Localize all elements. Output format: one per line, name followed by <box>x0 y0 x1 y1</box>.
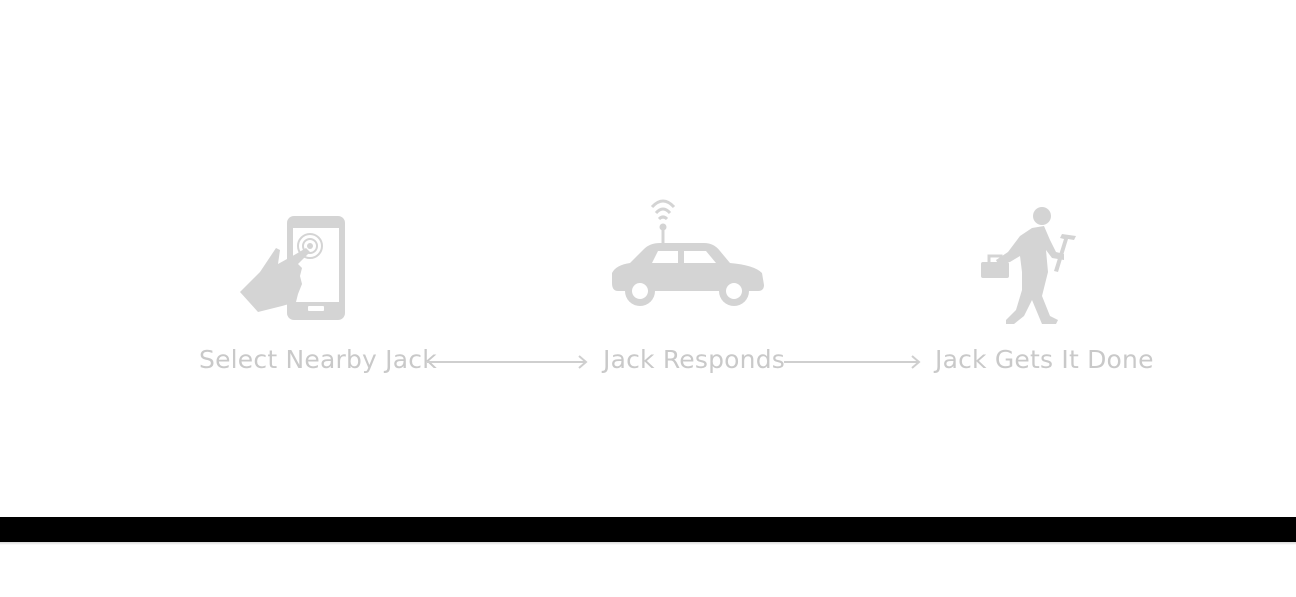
footer-bar <box>0 517 1296 542</box>
step-label-jack-gets-it-done: Jack Gets It Done <box>935 345 1154 374</box>
footer-shadow <box>0 542 1296 545</box>
how-it-works-steps: Select Nearby Jack Jack Responds <box>199 193 1154 374</box>
arrow-right-icon <box>427 353 589 371</box>
car-with-signal-icon <box>608 193 768 307</box>
hand-tapping-phone-icon <box>238 214 348 322</box>
worker-with-toolbox-icon <box>978 206 1082 328</box>
step-label-jack-responds: Jack Responds <box>603 345 786 374</box>
step-label-select-nearby-jack: Select Nearby Jack <box>199 345 437 374</box>
arrow-right-icon <box>784 353 922 371</box>
